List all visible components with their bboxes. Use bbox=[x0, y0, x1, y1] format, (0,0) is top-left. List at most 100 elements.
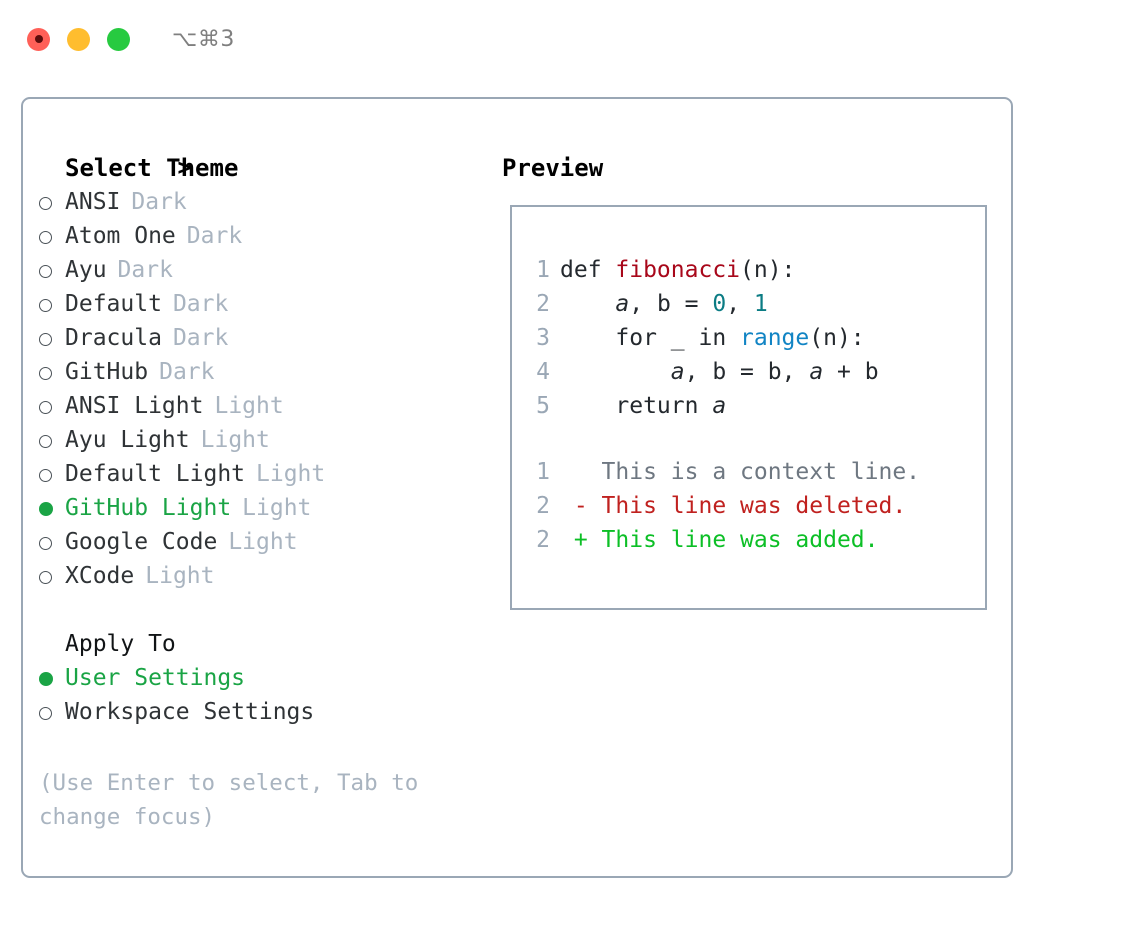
maximize-button[interactable] bbox=[107, 27, 130, 51]
code-token: (n): bbox=[809, 325, 865, 351]
theme-list-item[interactable]: Default Light Light bbox=[39, 457, 489, 491]
theme-name-label: ANSI bbox=[65, 189, 121, 215]
select-theme-header-label: Select Theme bbox=[65, 154, 239, 182]
theme-mode-badge: Dark bbox=[186, 223, 243, 249]
theme-name-label: XCode bbox=[65, 563, 135, 589]
diff-sample: 1 This is a context line.2 - This line w… bbox=[528, 455, 920, 557]
window-titlebar: ⌥⌘3 bbox=[0, 0, 1140, 78]
apply-to-header-label: Apply To bbox=[65, 631, 176, 657]
theme-name-label: Default bbox=[65, 291, 162, 317]
code-token: a bbox=[712, 393, 727, 419]
diff-line-number: 2 bbox=[536, 527, 550, 553]
radio-unselected-icon bbox=[39, 457, 65, 491]
radio-unselected-icon bbox=[39, 355, 65, 389]
theme-mode-badge: Light bbox=[242, 495, 312, 521]
theme-list-item[interactable]: Atom One Dark bbox=[39, 219, 489, 253]
code-token: (n): bbox=[740, 257, 796, 283]
radio-unselected-icon bbox=[39, 185, 65, 219]
diff-line-text: + This line was added. bbox=[560, 527, 879, 553]
theme-list-item[interactable]: XCode Light bbox=[39, 559, 489, 593]
recording-indicator-dot bbox=[34, 35, 43, 43]
radio-unselected-icon bbox=[39, 287, 65, 321]
keyboard-hint-text: (Use Enter to select, Tab to change focu… bbox=[39, 770, 419, 830]
theme-mode-badge: Dark bbox=[117, 257, 173, 283]
code-token: a bbox=[809, 359, 824, 385]
theme-name-label: Default Light bbox=[65, 461, 246, 487]
radio-unselected-icon bbox=[39, 559, 65, 593]
code-token: a bbox=[670, 359, 685, 385]
code-line-number: 3 bbox=[536, 325, 550, 351]
list-gap bbox=[39, 593, 489, 627]
theme-name-label: GitHub Light bbox=[65, 495, 232, 521]
radio-unselected-icon bbox=[39, 253, 65, 287]
radio-selected-icon bbox=[39, 491, 65, 525]
theme-mode-badge: Dark bbox=[172, 325, 229, 351]
apply-to-label: User Settings bbox=[65, 665, 246, 691]
code-token: a bbox=[615, 291, 630, 317]
caret-icon: > bbox=[177, 155, 192, 181]
code-token: = bbox=[726, 359, 768, 385]
code-line: 2 a, b = 0, 1 bbox=[528, 287, 879, 321]
theme-mode-badge: Light bbox=[256, 461, 326, 487]
radio-unselected-icon bbox=[39, 695, 65, 729]
code-line-number: 4 bbox=[536, 359, 550, 385]
theme-list-item[interactable]: ANSI Light Light bbox=[39, 389, 489, 423]
radio-unselected-icon bbox=[39, 423, 65, 457]
theme-mode-badge: Light bbox=[145, 563, 215, 589]
diff-line-number: 2 bbox=[536, 493, 550, 519]
apply-to-item[interactable]: User Settings bbox=[39, 661, 489, 695]
theme-list-item[interactable]: Ayu Dark bbox=[39, 253, 489, 287]
code-token: 0 bbox=[712, 291, 727, 317]
code-token: b bbox=[656, 291, 671, 317]
theme-mode-badge: Light bbox=[228, 529, 298, 555]
theme-list-item[interactable]: ANSI Dark bbox=[39, 185, 489, 219]
theme-name-label: Ayu bbox=[65, 257, 107, 283]
code-token: , bbox=[629, 291, 657, 317]
theme-mode-badge: Light bbox=[214, 393, 284, 419]
theme-name-label: Google Code bbox=[65, 529, 218, 555]
theme-mode-badge: Dark bbox=[172, 291, 229, 317]
code-line-number: 1 bbox=[536, 257, 550, 283]
theme-list-item[interactable]: Dracula Dark bbox=[39, 321, 489, 355]
theme-list-item[interactable]: GitHub Dark bbox=[39, 355, 489, 389]
diff-line-number: 1 bbox=[536, 459, 550, 485]
code-line: 5 return a bbox=[528, 389, 879, 423]
minimize-button[interactable] bbox=[67, 27, 90, 51]
theme-name-label: Dracula bbox=[65, 325, 162, 351]
theme-name-label: Atom One bbox=[65, 223, 176, 249]
theme-list-item[interactable]: GitHub Light Light bbox=[39, 491, 489, 525]
theme-mode-badge: Dark bbox=[131, 189, 187, 215]
preview-column: Preview bbox=[502, 151, 603, 185]
diff-line: 2 - This line was deleted. bbox=[528, 489, 920, 523]
diff-line-text: - This line was deleted. bbox=[560, 493, 907, 519]
code-token: def bbox=[560, 257, 616, 283]
code-token bbox=[560, 291, 615, 317]
close-button[interactable] bbox=[27, 27, 50, 51]
theme-mode-badge: Dark bbox=[159, 359, 215, 385]
diff-line: 1 This is a context line. bbox=[528, 455, 920, 489]
code-token: return bbox=[560, 393, 713, 419]
theme-mode-badge: Light bbox=[200, 427, 270, 453]
code-token bbox=[560, 359, 671, 385]
select-theme-header: > Select Theme bbox=[39, 151, 489, 185]
code-token: , bbox=[684, 359, 713, 385]
keyboard-shortcut-label: ⌥⌘3 bbox=[172, 26, 235, 52]
code-token: = bbox=[670, 291, 713, 317]
radio-selected-icon bbox=[39, 661, 65, 695]
preview-title: Preview bbox=[502, 154, 604, 182]
apply-to-item[interactable]: Workspace Settings bbox=[39, 695, 489, 729]
traffic-lights bbox=[27, 27, 130, 51]
diff-line-text: This is a context line. bbox=[560, 459, 921, 485]
theme-list-item[interactable]: Default Dark bbox=[39, 287, 489, 321]
theme-name-label: ANSI Light bbox=[65, 393, 204, 419]
radio-unselected-icon bbox=[39, 219, 65, 253]
code-token: + bbox=[823, 359, 865, 385]
theme-name-label: GitHub bbox=[65, 359, 149, 385]
theme-list-item[interactable]: Google Code Light bbox=[39, 525, 489, 559]
code-token: , bbox=[781, 359, 810, 385]
